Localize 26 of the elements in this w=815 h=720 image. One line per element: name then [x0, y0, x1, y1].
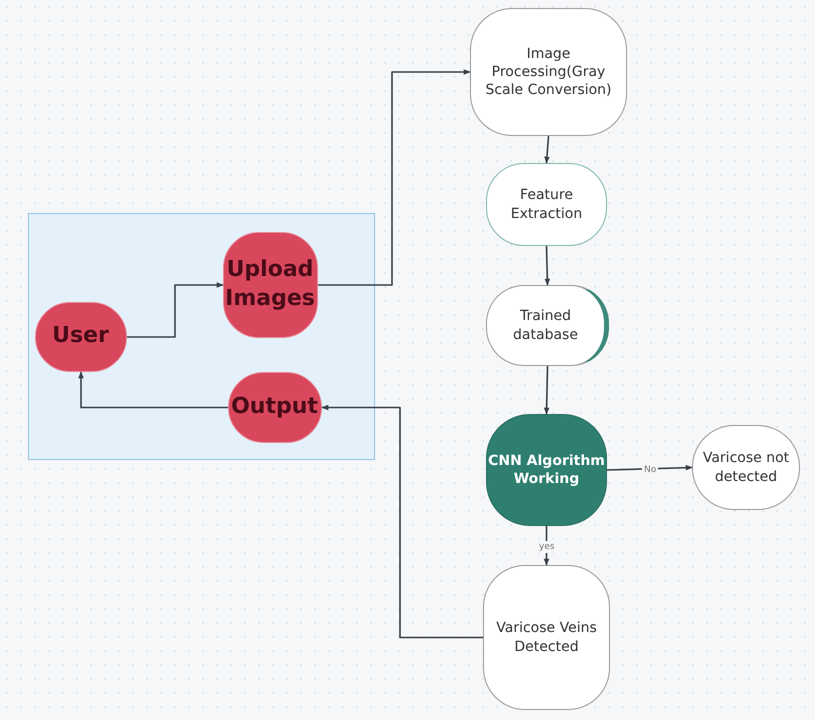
process-pill	[483, 565, 610, 710]
arrow	[544, 526, 550, 566]
node-text: Upload Images	[224, 256, 316, 312]
process-pill	[486, 285, 609, 366]
arrow	[78, 371, 228, 408]
node-text: Output	[231, 392, 318, 421]
arrow	[544, 366, 550, 415]
process-pill	[486, 163, 607, 246]
group-panel	[28, 213, 375, 460]
node-text: User	[52, 322, 109, 350]
edge-label: yes	[537, 541, 557, 553]
process-pill	[486, 414, 607, 526]
process-pill	[470, 8, 627, 136]
node-text: Varicose Veins Detected	[495, 619, 598, 656]
node-text: CNN Algorithm Working	[487, 452, 606, 488]
arrow	[544, 136, 550, 164]
arrow	[127, 282, 224, 338]
arrow	[318, 69, 471, 286]
node-text: Image Processing(Gray Scale Conversion)	[484, 44, 613, 100]
arrow	[606, 464, 693, 471]
node-text: Feature Extraction	[510, 186, 584, 223]
node-text: Varicose not detected	[702, 449, 790, 486]
arrow	[544, 246, 550, 286]
arrow	[321, 404, 483, 638]
process-pill	[222, 232, 318, 338]
node-text: Trained database	[512, 307, 579, 344]
